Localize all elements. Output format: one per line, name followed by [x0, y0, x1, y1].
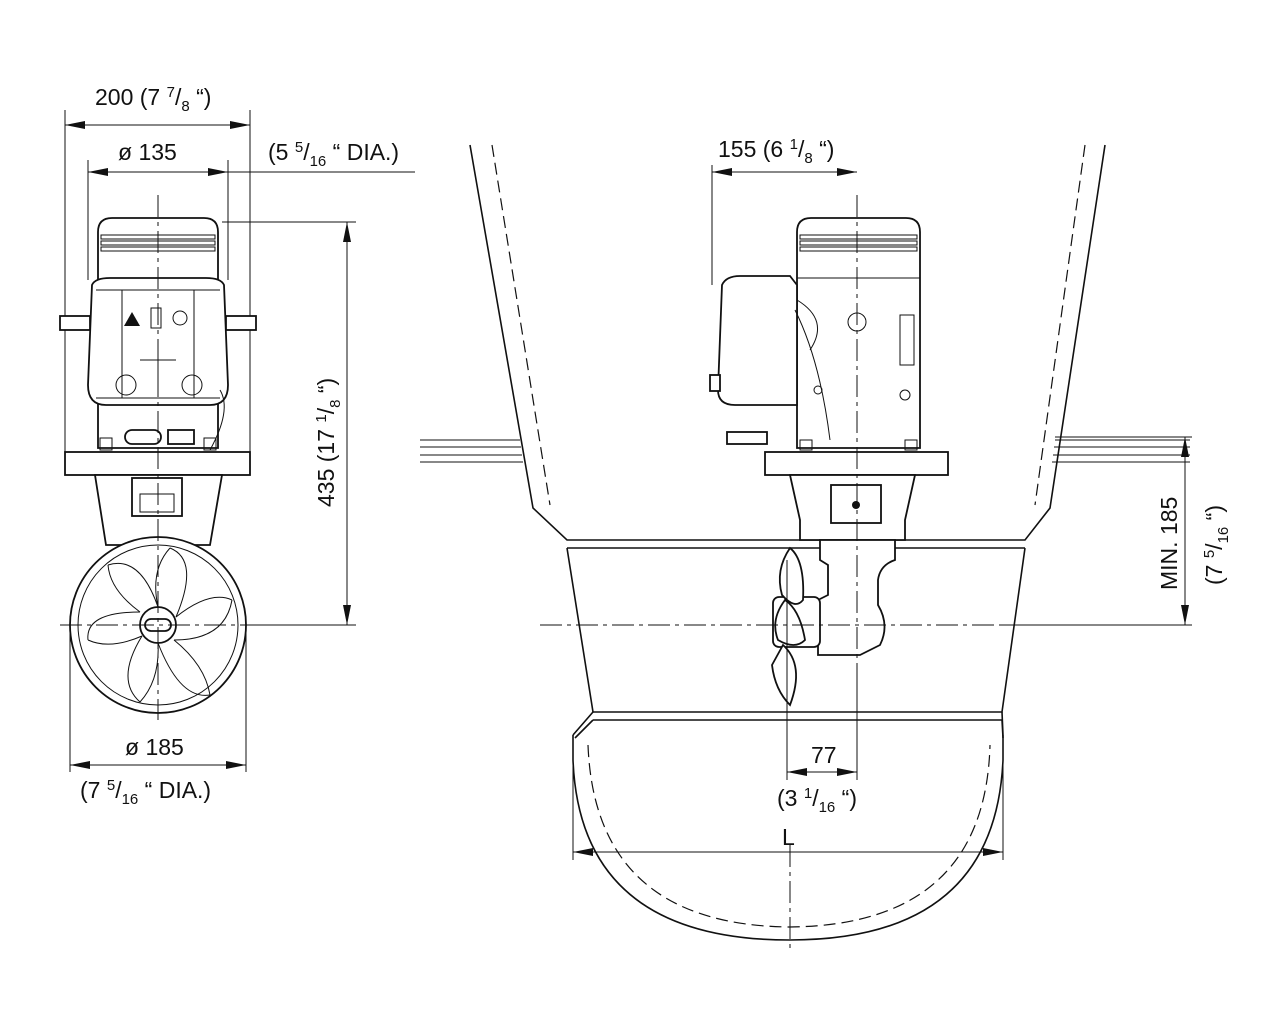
side-width-dimension-label: 155 (6 1/8 “)	[718, 136, 834, 167]
side-view: 155 (6 1/8 “) MIN. 185 (7 5/16 “) 77 (3 …	[420, 136, 1232, 950]
tunnel-diameter-label: ø 185	[125, 734, 184, 760]
motor-diameter-label: ø 135	[118, 139, 177, 165]
motor-diameter-inch-label: (5 5/16 “ DIA.)	[268, 139, 399, 170]
control-box-side	[717, 275, 798, 406]
tunnel-diameter-inch-label: (7 5/16 “ DIA.)	[80, 777, 211, 808]
min-depth-inch-label: (7 5/16 “)	[1201, 505, 1232, 585]
min-depth-label: MIN. 185	[1156, 497, 1182, 590]
warning-icon	[124, 312, 140, 326]
hull-outline	[469, 144, 1106, 541]
width-dimension-label: 200 (7 7/8 “)	[95, 84, 211, 115]
offset-inch-label: (3 1/16 “)	[777, 785, 857, 816]
tunnel-length-label: L	[782, 824, 795, 850]
hull-bottom	[572, 735, 1004, 941]
waterline	[420, 439, 1190, 463]
front-view: 200 (7 7/8 “) ø 135 (5 5/16 “ DIA.) 435 …	[59, 84, 415, 808]
propeller-side	[771, 546, 806, 707]
offset-label: 77	[811, 742, 837, 768]
propeller	[87, 547, 233, 703]
height-dimension-label: 435 (17 1/8 “)	[313, 378, 344, 507]
